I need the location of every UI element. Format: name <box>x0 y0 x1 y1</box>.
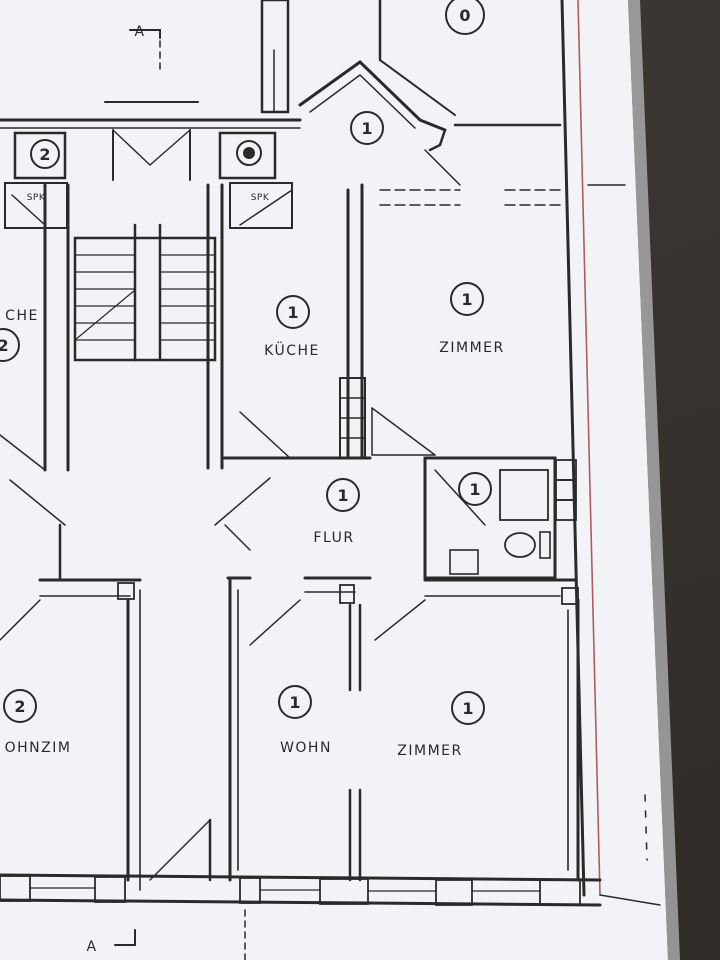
spk-left-label: SPK <box>27 193 46 203</box>
chimney-left-icon <box>30 139 60 169</box>
flur-1-number: 1 <box>337 486 348 505</box>
paper-shadow <box>628 0 680 960</box>
zimmer-1-label: ZIMMER <box>439 340 504 356</box>
top-room-number: 1 <box>361 119 372 138</box>
section-marker-top: A <box>134 24 145 40</box>
wohnzim-2-number: 2 <box>14 697 25 716</box>
wohn-1-number: 1 <box>289 693 300 712</box>
paper-sheet <box>0 0 668 960</box>
kueche-1-number: 1 <box>287 303 298 322</box>
zimmer-wohn-1-number: 1 <box>462 699 473 718</box>
walls <box>0 0 661 960</box>
chimney-right-icon <box>236 140 262 166</box>
wohnzim-2-label: OHNZIM <box>5 740 72 756</box>
room-number-circles <box>0 111 492 725</box>
zimmer-wohn-1-label: ZIMMER <box>397 743 462 759</box>
spk-right-label: SPK <box>251 193 270 203</box>
top-right-circle-number: 0 <box>459 6 470 25</box>
section-marker-bottom: A <box>86 939 97 955</box>
kueche-1-label: KÜCHE <box>264 341 320 359</box>
chimney-left-number: 2 <box>39 145 50 164</box>
kueche-2-number: 2 <box>0 336 9 355</box>
wohn-1-label: WOHN <box>280 740 332 756</box>
bad-1-number: 1 <box>469 480 480 499</box>
flur-1-label: FLUR <box>313 530 354 546</box>
zimmer-1-number: 1 <box>461 290 472 309</box>
kueche-2-label: CHE <box>5 308 39 324</box>
